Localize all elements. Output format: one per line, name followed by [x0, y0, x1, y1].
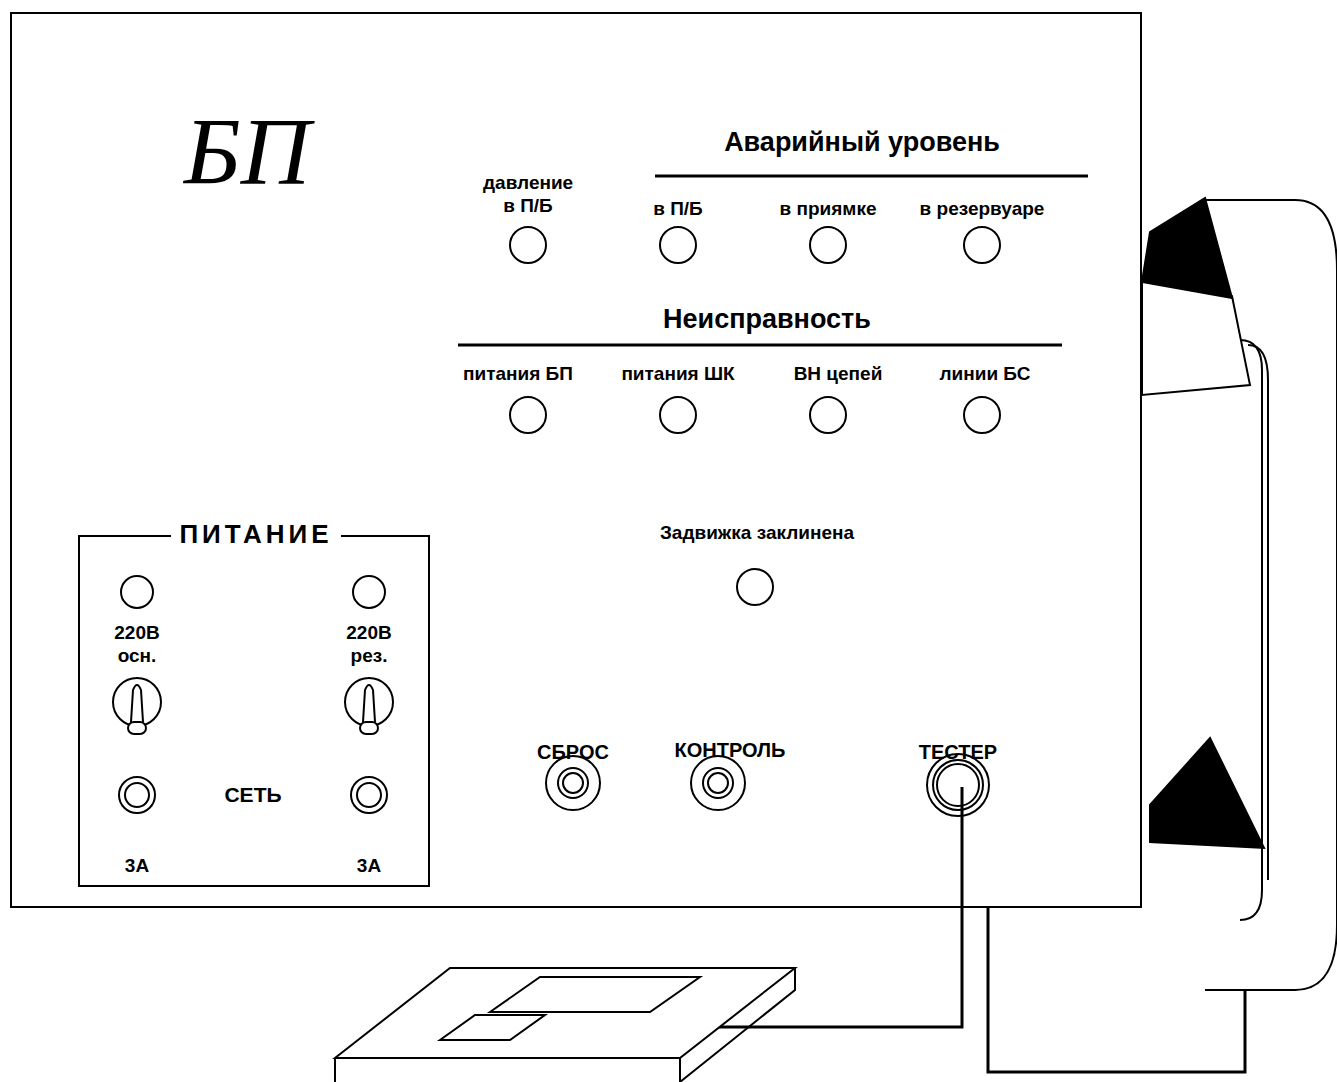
- lamp-label: Задвижка заклинена: [607, 522, 907, 545]
- section-heading: Неисправность: [617, 303, 917, 335]
- push-buttons: [546, 756, 745, 810]
- lamp-label: ВН цепей: [773, 363, 903, 386]
- fuse-rating: 3А: [344, 855, 394, 878]
- telephone-handset: [988, 198, 1337, 1072]
- switch-label: 220В рез.: [339, 622, 399, 668]
- switch-label: 220В осн.: [107, 622, 167, 668]
- group-heading: ПИТАНИЕ: [171, 519, 340, 550]
- lamp-label: линии БС: [920, 363, 1050, 386]
- header-rule: [655, 175, 1088, 178]
- power-group-box: ПИТАНИЕ: [78, 535, 430, 887]
- lamp-label: питания ШК: [603, 363, 753, 386]
- header-rule: [458, 344, 1062, 347]
- device-title: БП: [184, 99, 310, 205]
- tester-socket: [927, 754, 989, 816]
- lamp-label: давление в П/Б: [483, 172, 573, 218]
- handset-cord: [988, 908, 1245, 1072]
- lamp-label: питания БП: [438, 363, 598, 386]
- switch-label: СЕТЬ: [208, 782, 298, 807]
- fuse-holders: [119, 777, 387, 813]
- lamp-label: в приямке: [758, 198, 898, 221]
- section-heading: Аварийный уровень: [652, 126, 1072, 158]
- button-label: СБРОС: [508, 740, 638, 764]
- toggle-switches: [113, 678, 393, 734]
- fuse-rating: 3А: [112, 855, 162, 878]
- lamp-label: в П/Б: [618, 198, 738, 221]
- indicator-lamps: [121, 227, 1000, 608]
- button-label: ТЕСТЕР: [893, 740, 1023, 764]
- lamp-label: в резервуаре: [907, 198, 1057, 221]
- button-label: КОНТРОЛЬ: [655, 738, 805, 762]
- tester-device: [335, 968, 795, 1082]
